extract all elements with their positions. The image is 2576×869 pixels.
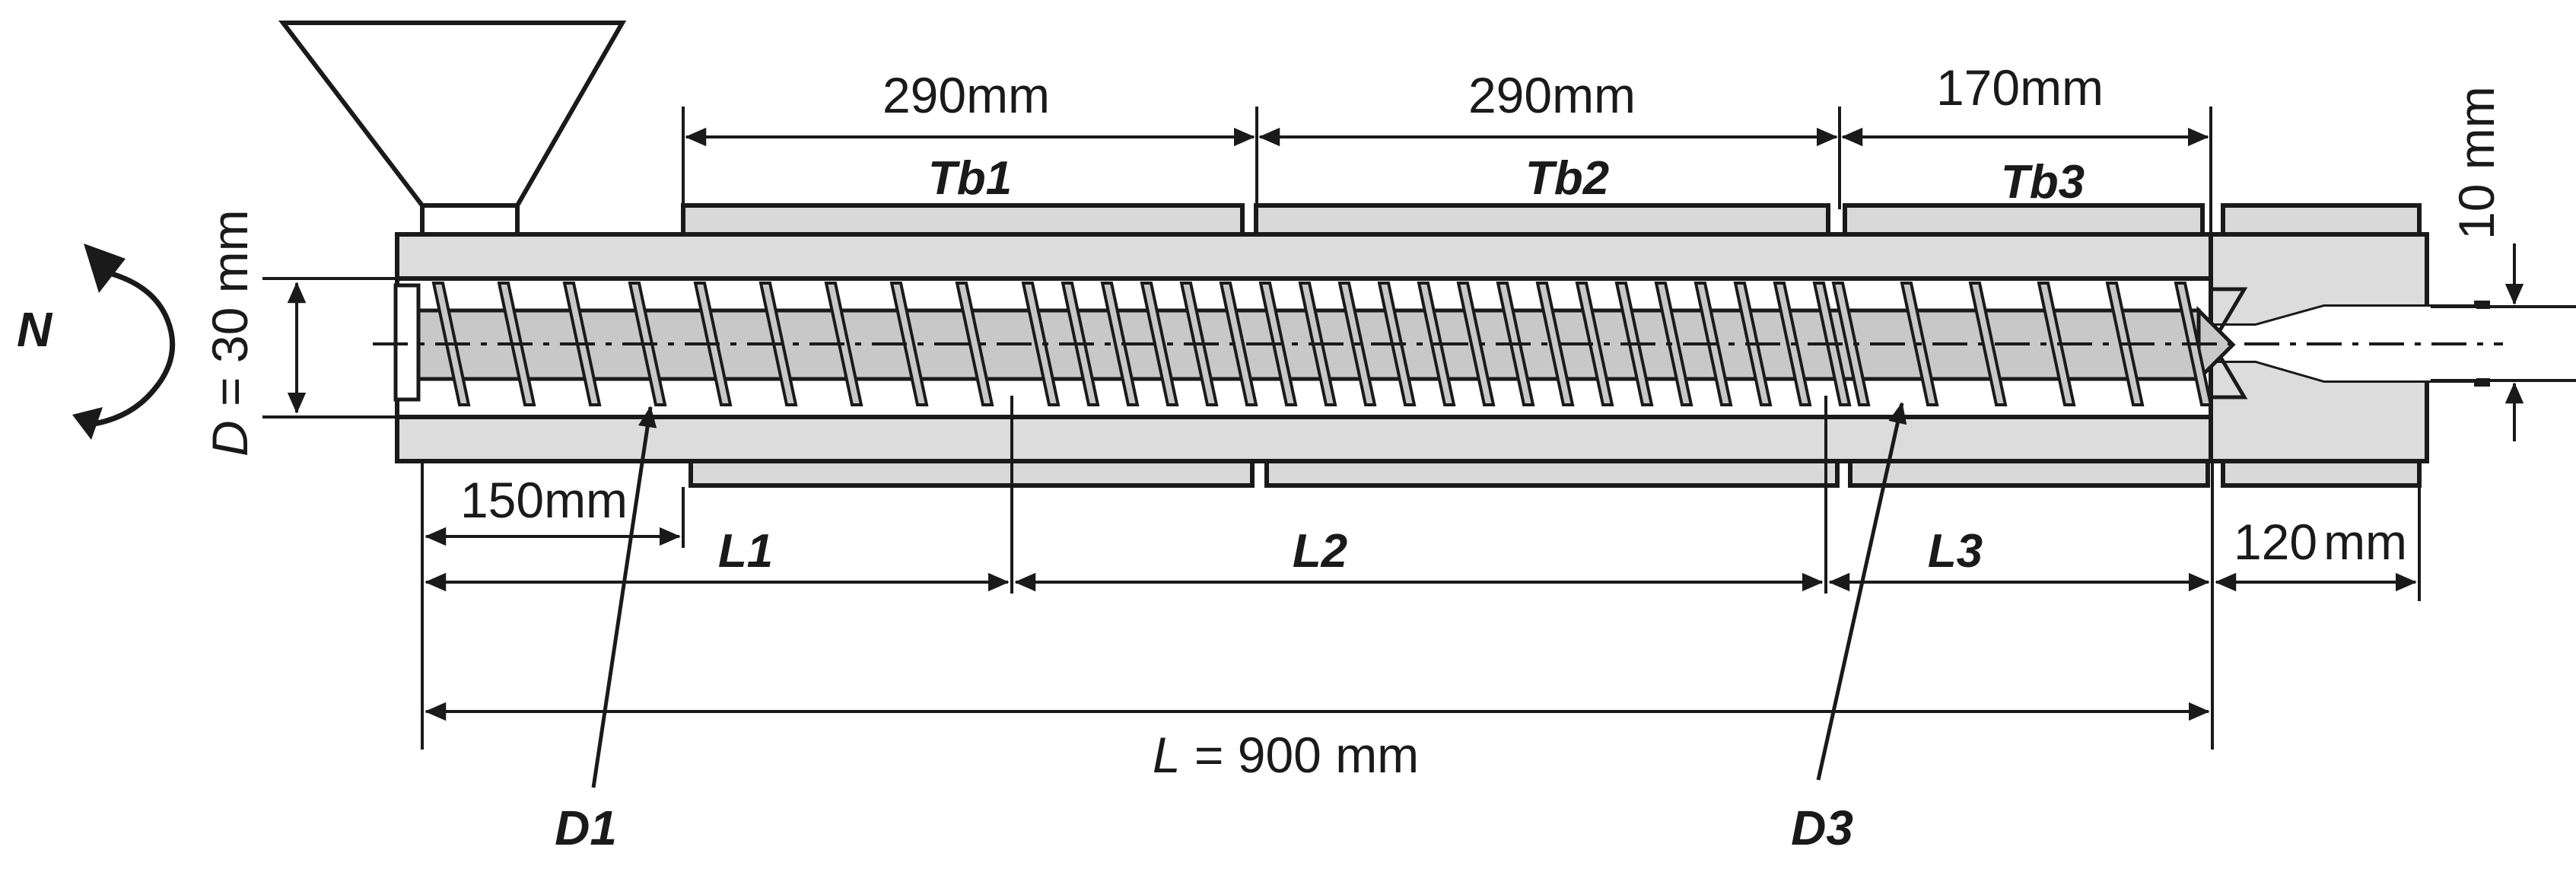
total-length-label: L = 900 mm xyxy=(1153,727,1419,783)
barrel-wall-top xyxy=(395,232,2213,281)
barrel-wall-bottom xyxy=(395,415,2213,463)
heater-tb3 xyxy=(1843,203,2205,237)
die-diameter-label: 10 mm xyxy=(2448,86,2504,240)
screw-flight xyxy=(1219,282,1258,406)
heater-tb1 xyxy=(681,203,1245,237)
rotation-label: N xyxy=(17,302,53,357)
tb2-length-label: 290mm xyxy=(1468,67,1636,123)
screw-flight xyxy=(1831,282,1871,406)
die xyxy=(2209,232,2490,463)
l3-label: L3 xyxy=(1928,525,1983,578)
tb1-label: Tb1 xyxy=(928,152,1012,205)
leaders xyxy=(591,402,1907,788)
heater-die-top xyxy=(2221,203,2422,237)
screw-flight xyxy=(2037,282,2076,406)
screw-flight xyxy=(1456,282,1496,406)
rotation-arrow-icon xyxy=(72,244,176,440)
screw xyxy=(373,282,2503,406)
screw-diameter-dimension xyxy=(262,277,397,419)
heater-tb2 xyxy=(1254,203,1830,237)
screw-diameter-label: D = 30 mm xyxy=(202,209,258,457)
d1-label: D1 xyxy=(555,801,617,855)
tb3-label: Tb3 xyxy=(2001,156,2085,208)
tb1-length-label: 290mm xyxy=(883,67,1050,123)
screw-flight xyxy=(1654,282,1693,406)
screw-flight xyxy=(1968,282,2008,406)
l1-label: L1 xyxy=(718,525,773,578)
l2-label: L2 xyxy=(1293,525,1347,578)
screw-flight xyxy=(1535,282,1575,406)
top-dimensions xyxy=(682,107,2212,240)
screw-flight xyxy=(1021,282,1061,406)
screw-flight xyxy=(1575,282,1614,406)
die-diameter-dimension xyxy=(2431,244,2576,441)
heater-bands-bottom xyxy=(689,459,2422,488)
screw-flight xyxy=(955,282,994,406)
screw-flight xyxy=(889,282,929,406)
heater-bands-top xyxy=(681,203,2422,237)
screw-flight xyxy=(1140,282,1179,406)
d3-label: D3 xyxy=(1791,801,1853,855)
bottom-dimensions xyxy=(421,396,2421,750)
feed-length-label: 150mm xyxy=(460,472,628,528)
tb2-label: Tb2 xyxy=(1525,152,1609,205)
tb3-length-label: 170mm xyxy=(1936,59,2104,116)
screw-flight xyxy=(1100,282,1140,406)
